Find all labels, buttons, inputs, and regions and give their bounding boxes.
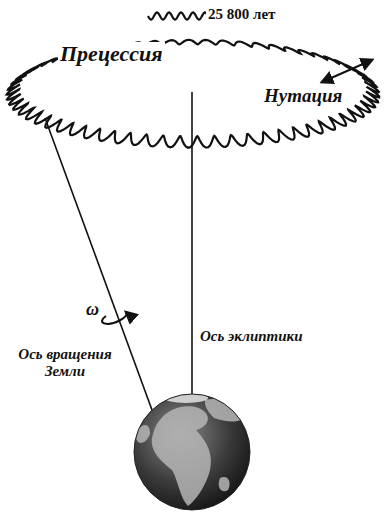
nutation-label: Нутация [262,86,344,107]
omega-label: ω [84,300,101,320]
earth-globe [134,393,250,510]
period-label: 25 800 лет [206,6,277,23]
rotation-arrow [102,312,127,324]
ecliptic-axis-label: Ось эклиптики [198,328,305,345]
precession-path [7,40,380,148]
ecliptic-axis [191,92,193,394]
period-wave [148,13,208,20]
rotation-axis-label: Ось вращения Земли [6,346,124,379]
nutation-arrow [322,60,372,82]
precession-label: Прецессия [58,42,165,66]
